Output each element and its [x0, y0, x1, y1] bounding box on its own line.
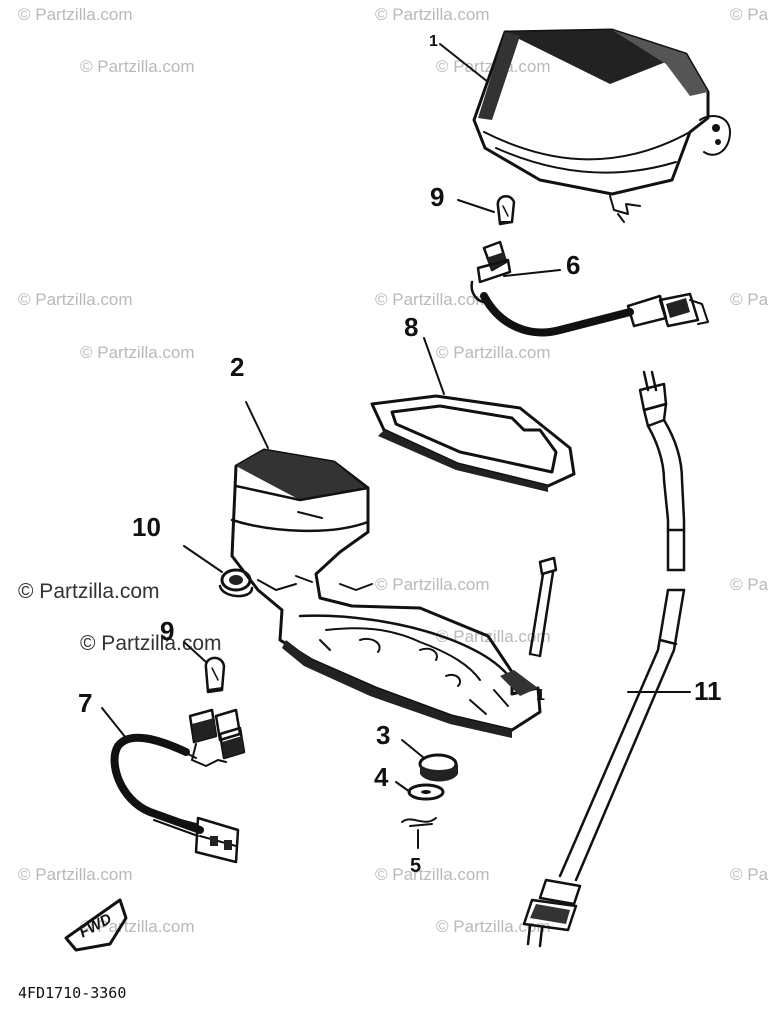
part-clip-5[interactable] — [401, 817, 437, 827]
watermark: © Partzilla.com — [436, 343, 551, 362]
watermark: © Partzilla.com — [80, 917, 195, 936]
callout-5: 5 — [410, 855, 421, 877]
part-speedometer-cable[interactable] — [522, 370, 686, 948]
watermark: © Partzilla.com — [375, 865, 490, 884]
callout-7: 7 — [78, 688, 92, 718]
callout-3: 3 — [376, 720, 390, 750]
watermark: © Partzilla.com — [80, 57, 195, 76]
leader-line — [183, 641, 207, 663]
watermark: © Partzilla.com — [730, 575, 768, 594]
callout-11: 11 — [694, 676, 722, 706]
callout-1: 1 — [429, 33, 438, 50]
part-meter-cover[interactable] — [472, 28, 731, 223]
part-socket-cord-7[interactable] — [110, 708, 246, 864]
part-bulb-upper[interactable] — [496, 194, 516, 226]
part-socket-10[interactable] — [218, 568, 254, 598]
part-code: 4FD1710-3360 — [18, 984, 126, 1002]
callout-9-upper: 9 — [430, 182, 444, 212]
part-bulb-lower[interactable] — [204, 656, 226, 694]
leader-lines — [101, 43, 691, 849]
callout-6: 6 — [566, 250, 580, 280]
watermark: © Partzilla.com — [436, 627, 551, 646]
watermark-prominent: © Partzilla.com — [80, 632, 222, 655]
leader-line — [401, 739, 425, 759]
watermark: © Partzilla.com — [730, 865, 768, 884]
watermark: © Partzilla.com — [375, 575, 490, 594]
callout-8: 8 — [404, 312, 418, 342]
leader-line — [503, 269, 561, 277]
part-meter-assembly[interactable] — [230, 448, 542, 738]
fwd-label: FWD — [76, 910, 114, 941]
leader-line — [395, 781, 411, 793]
part-bolt[interactable] — [528, 556, 558, 658]
watermark-layer: © Partzilla.com © Partzilla.com © Partzi… — [18, 5, 768, 936]
leader-line — [439, 43, 489, 83]
watermark: © Partzilla.com — [18, 5, 133, 24]
watermark: © Partzilla.com — [375, 5, 490, 24]
watermark-prominent: © Partzilla.com — [18, 580, 160, 603]
leader-line — [101, 707, 127, 739]
callout-2: 2 — [230, 352, 244, 382]
part-gasket-8[interactable] — [370, 394, 576, 492]
leader-line — [183, 545, 223, 573]
watermark: © Partzilla.com — [375, 290, 490, 309]
callout-1-lower: 1 — [536, 687, 545, 704]
callout-labels: 1 9 6 8 2 10 9 7 3 4 5 11 1 — [78, 33, 722, 877]
watermark: © Partzilla.com — [80, 343, 195, 362]
part-washer-4[interactable] — [407, 783, 445, 801]
watermark: © Partzilla.com — [18, 290, 133, 309]
leader-line — [423, 337, 445, 395]
watermark: © Partzilla.com — [436, 917, 551, 936]
watermark: © Partzilla.com — [730, 290, 768, 309]
leader-line — [245, 401, 269, 449]
callout-10: 10 — [132, 512, 161, 542]
watermark: © Partzilla.com — [18, 865, 133, 884]
part-socket-cord-6[interactable] — [470, 240, 709, 337]
part-grommet-3[interactable] — [418, 753, 458, 782]
leader-line — [457, 199, 495, 213]
callout-4: 4 — [374, 762, 389, 792]
callout-9-lower: 9 — [160, 616, 174, 646]
watermark: © Partzilla.com — [730, 5, 768, 24]
